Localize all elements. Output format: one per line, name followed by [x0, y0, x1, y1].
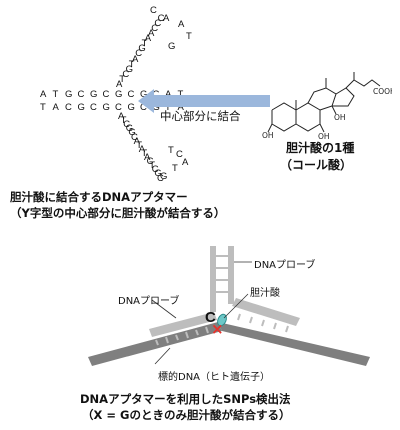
nucleotide-letter: T — [136, 139, 142, 151]
nucleotide-letter: T — [120, 115, 127, 127]
nucleotide-letter: T — [172, 163, 178, 174]
dna-probe-left — [149, 312, 217, 346]
bile-acid-molecule — [217, 313, 227, 327]
label-pointer-lines — [151, 261, 252, 365]
nucleotide-letter: T — [168, 145, 174, 156]
nucleotide-letter: A — [118, 111, 125, 122]
binding-arrow — [138, 89, 270, 113]
nucleotide-letter: C — [115, 102, 122, 113]
nucleotide-letter: G — [154, 168, 162, 180]
nucleotide-letter: C — [157, 172, 164, 184]
nucleotide-letter: G — [127, 102, 135, 113]
nucleotide-letter: T — [52, 89, 59, 100]
snp-detection-diagram — [88, 246, 370, 366]
nucleotide-letter: C — [65, 102, 72, 113]
cholic-acid-structure: COOH OH OH OH — [262, 72, 392, 140]
nucleotide-letter: A — [177, 102, 184, 113]
nucleotide-letter: C — [151, 164, 159, 176]
nucleotide-letter: T — [128, 58, 135, 70]
binding-arrow-shaft — [152, 95, 270, 107]
cooh-label: COOH — [373, 87, 392, 96]
nucleotide-letter: C — [122, 68, 130, 80]
nucleotide-letter: G — [168, 41, 176, 52]
nucleotide-letter: G — [65, 89, 73, 100]
mismatch-base-c: C — [205, 309, 216, 326]
binding-arrow-head — [138, 89, 154, 113]
nucleotide-letter: T — [40, 102, 46, 113]
nucleotide-letter: C — [77, 89, 85, 100]
snp-caption-subtitle: （X = Gのときのみ胆汁酸が結合する） — [82, 408, 291, 422]
nucleotide-letter: G — [125, 123, 134, 135]
nucleotide-letter: T — [119, 73, 125, 85]
nucleotide-letter: G — [152, 102, 160, 113]
oh-label-2: OH — [318, 132, 330, 140]
nucleotide-letter: T — [165, 102, 171, 113]
nucleotide-letter: A — [148, 28, 155, 39]
nucleotide-letter: A — [163, 13, 170, 24]
target-dna-right — [218, 322, 370, 366]
nucleotide-letter: T — [186, 31, 192, 42]
nucleotide-letter: G — [125, 63, 133, 75]
nucleotide-letter: C — [146, 156, 154, 168]
nucleotide-letter: G — [77, 102, 85, 113]
nucleotide-letter: A — [144, 33, 152, 45]
dna-probe-top — [210, 246, 234, 312]
dna-probe-right — [232, 298, 300, 333]
nucleotide-letter: G — [90, 89, 98, 100]
oh-label-3: OH — [334, 113, 346, 122]
nucleotide-letter: G — [115, 89, 123, 100]
nucleotide-letter: A — [178, 19, 185, 30]
nucleotide-letter: C — [90, 102, 97, 113]
nucleotide-letter: T — [141, 38, 148, 50]
nucleotide-letter: A — [133, 135, 140, 147]
aptamer-caption-title: 胆汁酸に結合するDNAアプタマー — [10, 190, 188, 204]
bile-acid-name: 胆汁酸の1種 — [286, 141, 355, 155]
bile-acid-example: （コール酸） — [280, 158, 353, 172]
nucleotide-letter: C — [150, 5, 157, 16]
steroid-skeleton — [267, 72, 381, 133]
dna-probe-left-label: DNAプローブ — [118, 296, 180, 307]
nucleotide-letter: C — [131, 131, 138, 143]
nucleotide-letter: G — [138, 43, 146, 55]
nucleotide-letter: C — [151, 22, 159, 34]
nucleotide-letter: G — [140, 89, 148, 100]
nucleotide-letter: C — [152, 89, 160, 100]
oh-label-1: OH — [262, 131, 274, 140]
nucleotide-letter: A — [116, 79, 123, 90]
nucleotide-letter: T — [141, 147, 148, 159]
nucleotide-letter: A — [138, 143, 146, 155]
binding-arrow-label: 中心部分に結合 — [160, 109, 241, 123]
nucleotide-letter: C — [176, 149, 183, 160]
target-dna-label: 標的DNA（ヒト遺伝子） — [158, 372, 271, 383]
nucleotide-letter: A — [132, 53, 139, 65]
nucleotide-letter: T — [149, 160, 155, 172]
nucleotide-letter: G — [160, 171, 168, 182]
mismatch-x-mark: × — [211, 320, 224, 338]
nucleotide-letter: G — [128, 127, 136, 139]
nucleotide-letter: T — [177, 89, 184, 100]
nucleotide-letter: C — [127, 89, 135, 100]
target-dna-left — [88, 322, 222, 366]
nucleotide-letter: A — [144, 152, 151, 163]
nucleotide-letter: A — [165, 89, 172, 100]
nucleotide-letter: C — [157, 12, 165, 24]
dna-probe-top-label: DNAプローブ — [254, 260, 316, 271]
bile-acid-label: 胆汁酸 — [250, 288, 280, 299]
aptamer-caption-subtitle: （Y字型の中心部分に胆汁酸が結合する） — [10, 206, 226, 220]
nucleotide-letter: C — [154, 17, 162, 29]
nucleotide-letter: C — [123, 119, 131, 131]
snp-caption-title: DNAアプタマーを利用したSNPs検出法 — [80, 392, 291, 406]
nucleotide-letter: A — [52, 102, 59, 113]
nucleotide-letter: A — [40, 89, 47, 100]
nucleotide-letter: C — [135, 48, 143, 60]
nucleotide-letter: C — [102, 89, 110, 100]
nucleotide-letter: A — [182, 157, 189, 168]
nucleotide-letter: G — [102, 102, 110, 113]
nucleotide-letter: C — [140, 102, 147, 113]
